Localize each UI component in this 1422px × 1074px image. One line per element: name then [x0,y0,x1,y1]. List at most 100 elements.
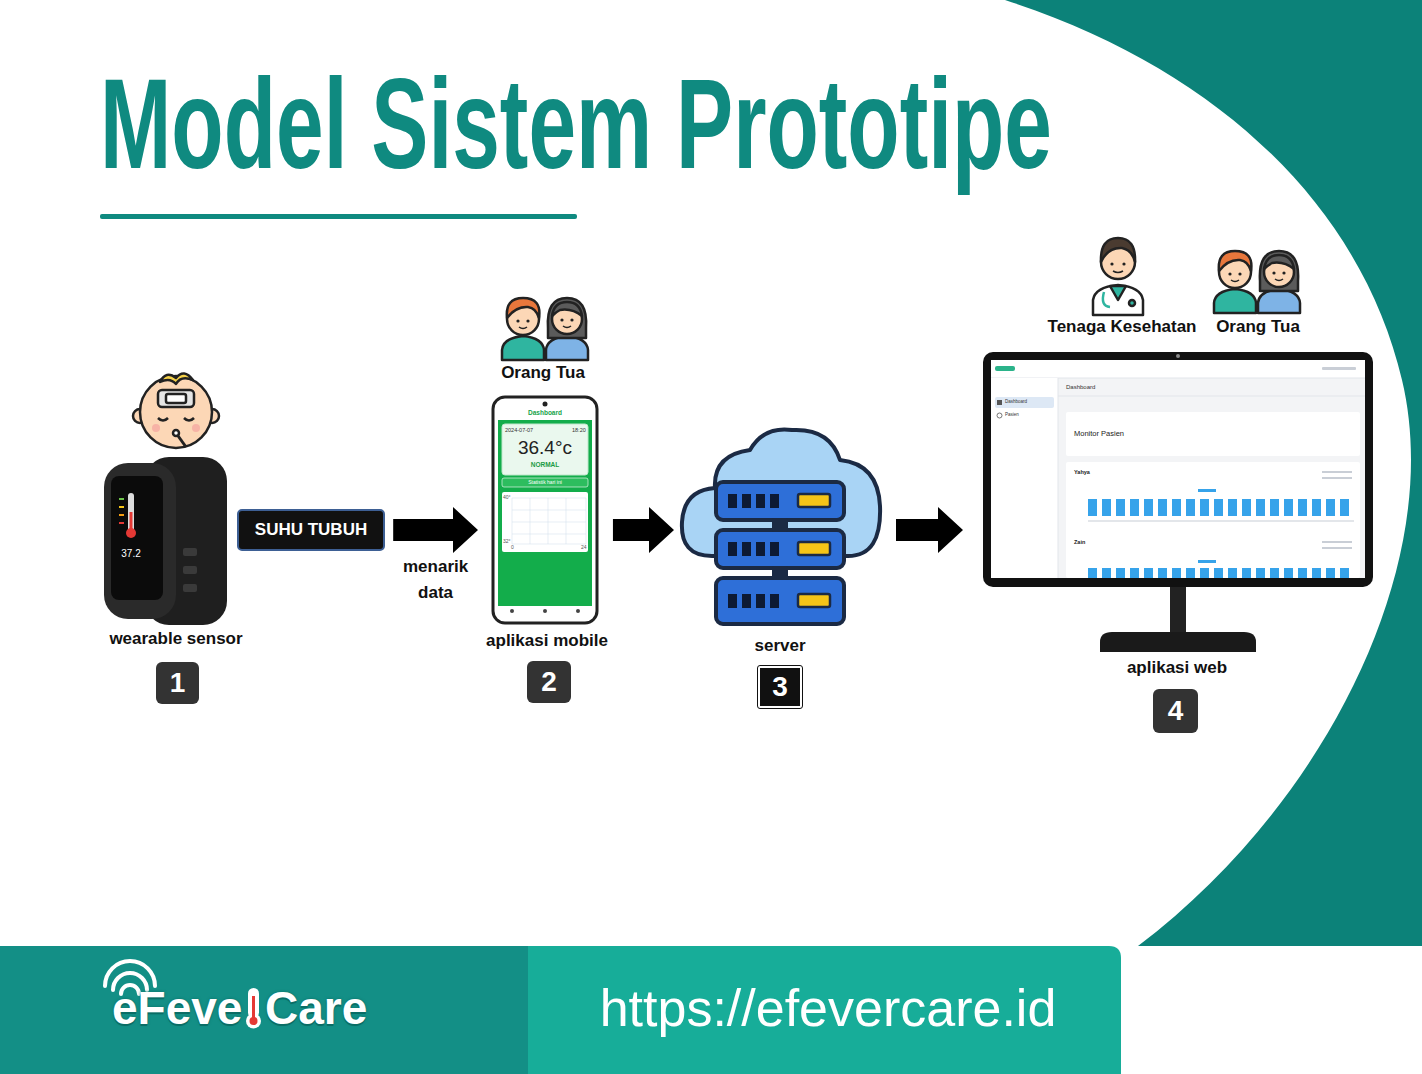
temperature-reading: 36.4°c [518,437,572,459]
desktop-monitor [997,400,1002,405]
doctor-icon [1110,286,1126,300]
baby-icon [158,418,168,421]
footer-band [252,996,255,1020]
axis-label: 40° [503,495,511,501]
server-cloud [770,594,779,608]
server-cloud [682,429,880,624]
component-label: aplikasi web [1127,658,1227,678]
wearable-band [126,528,136,538]
axis-label: 32° [503,539,511,545]
label-box: SUHU TUBUH [237,509,385,551]
wearable-band [104,463,176,619]
desktop-monitor [1322,541,1352,543]
mobile-phone [502,478,588,487]
mobile-phone [512,510,586,511]
wearable-band [119,514,124,516]
component-label: server [754,636,805,656]
doctor-icon [1103,292,1110,307]
desktop-monitor [995,366,1015,371]
callout-number: 4 [1153,689,1198,733]
wearable-band [119,522,124,524]
component-label: wearable sensor [109,629,242,649]
wearable-band [183,566,197,574]
brand-text: Care [265,982,367,1035]
mobile-phone [576,609,580,613]
screen-text: Monitor Pasien [1074,430,1124,439]
footer-band [0,946,530,1074]
doctor-icon [1110,262,1113,265]
screen-text: Statistik hari ini [528,480,562,486]
mobile-phone [502,492,588,552]
desktop-monitor [1322,477,1352,479]
flow-arrow [393,507,478,553]
server-cloud [716,530,844,568]
mobile-phone [512,498,586,499]
menu-item: Dashboard [1005,399,1027,404]
wearable-band [183,584,197,592]
screen-text: Dashboard [528,409,562,416]
desktop-monitor [1058,396,1365,397]
diagram-title: Model Sistem Prototipe [100,60,1052,188]
server-cloud [756,494,765,508]
doctor-icon [1093,238,1143,315]
menu-item: Pasien [1005,412,1019,417]
server-cloud [798,542,830,555]
server-cloud [770,494,779,508]
wearable-band [119,498,124,500]
mobile-phone [493,397,597,623]
axis-label: 0 [511,545,514,551]
server-cloud [774,568,786,578]
url-text: https://efevercare.id [600,979,1057,1039]
doctor-icon [1129,300,1135,306]
mobile-phone [502,424,588,475]
callout-number: 3 [758,666,802,708]
mobile-phone [543,402,548,407]
background-shape [100,0,1422,946]
screen-text: 2024-07-07 [505,427,533,433]
patient-name: Zain [1074,539,1085,545]
screen-text: 18:20 [572,427,586,433]
desktop-monitor [1322,367,1356,370]
server-cloud [742,494,751,508]
desktop-monitor [1198,489,1216,492]
background-shape [1005,0,1422,946]
flow-arrow [613,507,674,553]
server-cloud [728,542,737,556]
doctor-icon [1093,285,1143,315]
flow-arrow [896,507,963,553]
mobile-phone [548,498,549,544]
server-cloud [756,594,765,608]
mobile-phone [512,498,586,544]
desktop-monitor [1198,560,1216,563]
server-cloud [798,494,830,507]
server-cloud [774,520,786,530]
screen-text: Dashboard [1066,384,1095,391]
desktop-monitor [1088,520,1354,522]
mobile-phone [510,609,514,613]
mobile-phone [498,420,592,606]
wearable-band [111,476,163,600]
component-label: Orang Tua [1216,317,1300,337]
server-cloud [728,494,779,608]
server-cloud [716,482,844,520]
baby-icon [173,430,179,436]
desktop-monitor [1066,412,1360,456]
server-cloud [770,542,779,556]
component-label: Orang Tua [501,363,585,383]
baby-icon [152,424,160,432]
desktop-monitor [983,352,1373,587]
component-group: server 3 [676,425,886,710]
desktop-monitor [1088,568,1354,578]
mobile-phone [530,498,531,544]
mobile-phone [512,498,513,544]
parents-icon [502,298,588,360]
footer-band [528,946,1121,1074]
component-group: Tenaga KesehatanOrang Tuaaplikasi web4 [975,230,1380,736]
wearable-band [183,548,197,556]
server-cloud [728,494,737,508]
mobile-phone [586,498,587,544]
baby-icon [160,373,193,384]
callout-number: 2 [527,661,571,703]
parents-icon [1214,251,1300,313]
